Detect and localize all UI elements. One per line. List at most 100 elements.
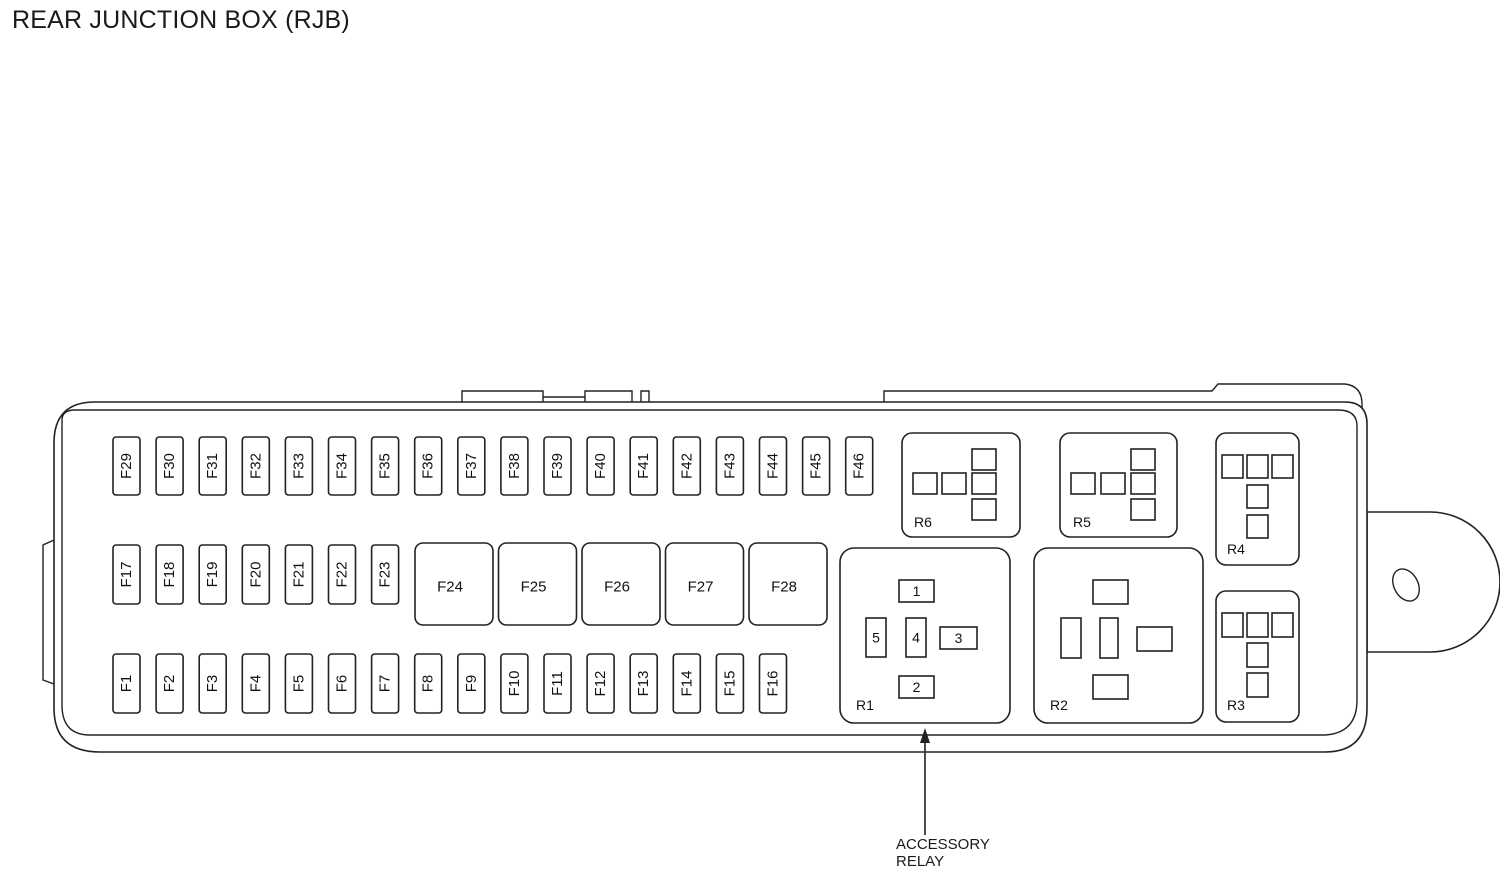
fuse-f38[interactable]: F38	[500, 436, 529, 496]
fuse-f41[interactable]: F41	[629, 436, 659, 496]
fuse-f2[interactable]: F2	[155, 653, 184, 714]
relay-pin-number: 5	[872, 630, 880, 646]
fuse-body	[801, 436, 831, 496]
relay-r4[interactable]: R4	[1215, 432, 1300, 566]
fuse-f34[interactable]: F34	[327, 436, 357, 496]
fuse-body	[370, 653, 400, 714]
fuse-body	[715, 436, 745, 496]
fuse-f25[interactable]: F25	[497, 542, 578, 626]
fuse-f40[interactable]: F40	[586, 436, 615, 496]
fuse-f35[interactable]: F35	[370, 436, 400, 496]
fuse-body	[758, 436, 788, 496]
left-clip	[42, 539, 55, 685]
fuse-f5[interactable]: F5	[284, 653, 314, 714]
fuse-f6[interactable]: F6	[327, 653, 357, 714]
fuse-label: F36	[420, 453, 437, 479]
fuse-f15[interactable]: F15	[715, 653, 745, 714]
fuse-f1[interactable]: F1	[112, 653, 141, 714]
fuse-label: F37	[463, 453, 480, 479]
relay-pin-number: 1	[913, 583, 921, 599]
relay-pin	[865, 617, 887, 658]
fuse-f4[interactable]: F4	[241, 653, 271, 714]
fuse-body	[370, 436, 400, 496]
relay-pin	[1060, 617, 1082, 659]
top-tabs	[461, 390, 650, 402]
fuse-label: F33	[290, 453, 307, 479]
fuse-f43[interactable]: F43	[715, 436, 745, 496]
fuse-body	[112, 653, 141, 714]
relay-label: R6	[914, 514, 932, 530]
fuse-f42[interactable]: F42	[672, 436, 702, 496]
fuse-f24[interactable]: F24	[414, 542, 494, 626]
fuse-label: F22	[334, 562, 351, 588]
fuse-label: F18	[161, 562, 178, 588]
fuse-f10[interactable]: F10	[500, 653, 529, 714]
fuse-f11[interactable]: F11	[543, 653, 572, 714]
fuse-label: F31	[204, 453, 221, 479]
fuse-f9[interactable]: F9	[456, 653, 486, 714]
relay-r3[interactable]: R3	[1215, 590, 1300, 723]
relay-r2[interactable]: R2	[1033, 547, 1204, 724]
fuse-f26[interactable]: F26	[581, 542, 661, 626]
relay-label: R2	[1050, 697, 1068, 713]
fuse-f22[interactable]: F22	[327, 544, 357, 605]
relay-r5[interactable]: R5	[1059, 432, 1178, 538]
fuse-label: F27	[688, 579, 714, 596]
fuse-f8[interactable]: F8	[413, 653, 443, 714]
fuse-f45[interactable]: F45	[801, 436, 831, 496]
fuse-label: F34	[334, 453, 351, 479]
fuse-label: F40	[592, 453, 609, 479]
relay-pin	[971, 498, 997, 521]
relay-label: R4	[1227, 541, 1245, 557]
fuse-f23[interactable]: F23	[370, 544, 400, 605]
relay-pin	[1246, 514, 1269, 539]
fuse-f29[interactable]: F29	[112, 436, 141, 496]
fuse-body	[327, 653, 357, 714]
relay-pin	[898, 675, 935, 699]
fuse-f18[interactable]: F18	[155, 544, 184, 605]
relay-pin-number: 3	[955, 630, 963, 646]
fuse-f46[interactable]: F46	[844, 436, 874, 496]
relay-pin	[1092, 674, 1129, 700]
fuse-f44[interactable]: F44	[758, 436, 788, 496]
fuse-f21[interactable]: F21	[284, 544, 314, 605]
fuse-f30[interactable]: F30	[155, 436, 184, 496]
fuse-f19[interactable]: F19	[198, 544, 227, 605]
fuse-body	[672, 436, 702, 496]
fuse-label: F4	[247, 675, 264, 693]
fuse-f32[interactable]: F32	[241, 436, 271, 496]
fuse-f14[interactable]: F14	[672, 653, 702, 714]
fuse-f36[interactable]: F36	[413, 436, 443, 496]
fuse-f7[interactable]: F7	[370, 653, 400, 714]
fuse-body	[241, 544, 271, 605]
fuse-body	[672, 653, 702, 714]
fuse-f27[interactable]: F27	[664, 542, 745, 626]
fuse-label: F12	[592, 671, 609, 697]
fuse-body	[198, 436, 227, 496]
fuse-label: F7	[377, 675, 394, 693]
fuse-f39[interactable]: F39	[543, 436, 572, 496]
relay-r6[interactable]: R6	[901, 432, 1021, 538]
fuse-body	[370, 544, 400, 605]
fuse-body	[543, 436, 572, 496]
fuse-f37[interactable]: F37	[456, 436, 486, 496]
fuse-f20[interactable]: F20	[241, 544, 271, 605]
fuse-f31[interactable]: F31	[198, 436, 227, 496]
relay-pin	[1271, 612, 1294, 638]
fuse-f16[interactable]: F16	[758, 653, 788, 714]
fuse-label: F29	[118, 453, 135, 479]
fuse-label: F23	[377, 562, 394, 588]
fuse-f13[interactable]: F13	[629, 653, 659, 714]
fuse-f33[interactable]: F33	[284, 436, 314, 496]
fuse-body	[155, 653, 184, 714]
fuse-f17[interactable]: F17	[112, 544, 141, 605]
fuse-label: F13	[635, 671, 652, 697]
fuse-label: F41	[635, 453, 652, 479]
fuse-f3[interactable]: F3	[198, 653, 227, 714]
fuse-label: F42	[678, 453, 695, 479]
fuse-f28[interactable]: F28	[748, 542, 828, 626]
fuse-f12[interactable]: F12	[586, 653, 615, 714]
